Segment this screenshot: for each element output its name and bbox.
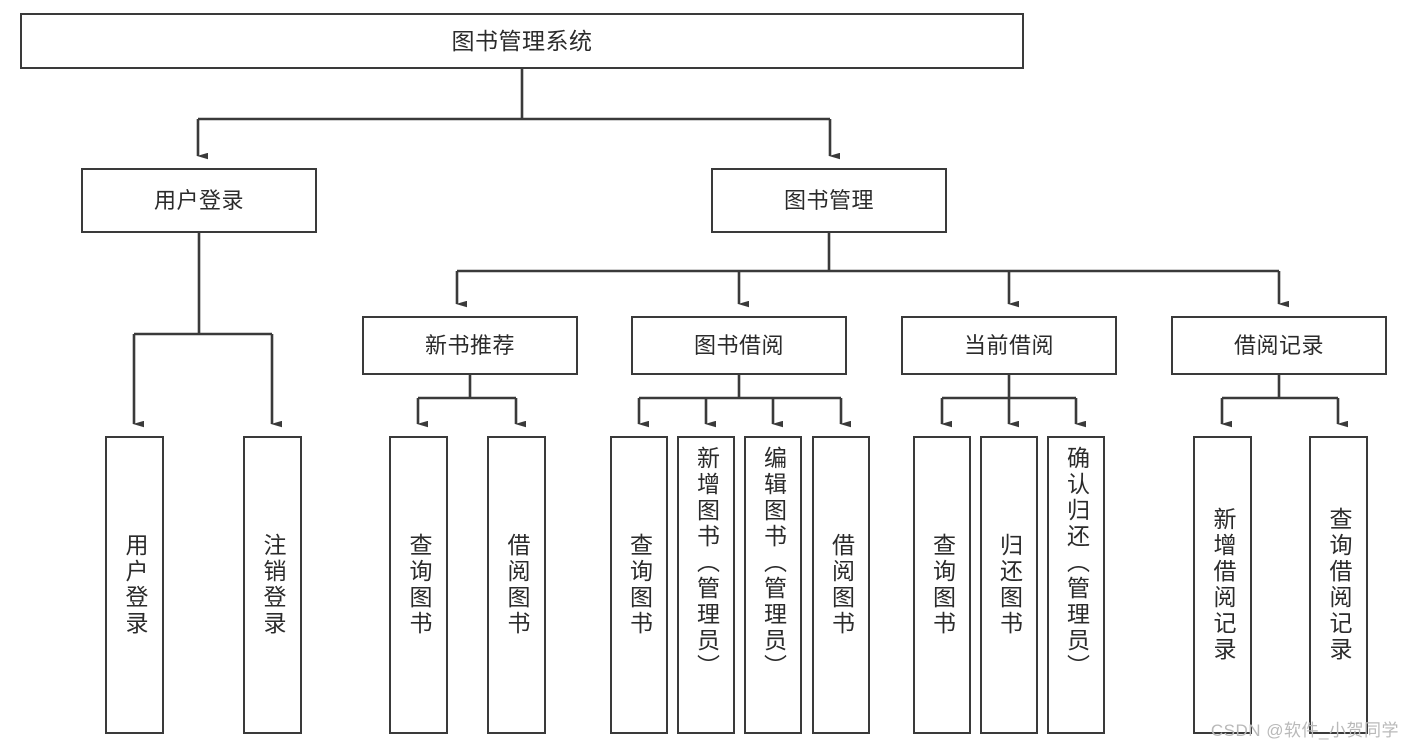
node-label: 归还图书 — [996, 533, 1023, 637]
node-new-book-recommend[interactable]: 新书推荐 — [362, 316, 578, 375]
node-label: 图书借阅 — [693, 332, 784, 358]
leaf-current-borrow-return-book[interactable]: 归还图书 — [980, 436, 1038, 734]
node-label: 图书管理系统 — [451, 27, 593, 54]
node-label: 编辑图书（管理员） — [760, 446, 787, 680]
node-label: 注销登录 — [260, 533, 286, 637]
node-borrow-record[interactable]: 借阅记录 — [1171, 316, 1387, 375]
leaf-new-book-borrow-book[interactable]: 借阅图书 — [487, 436, 546, 734]
leaf-book-borrow-query-book[interactable]: 查询图书 — [610, 436, 668, 734]
leaf-book-borrow-edit-book-admin[interactable]: 编辑图书（管理员） — [744, 436, 802, 734]
leaf-current-borrow-confirm-return-admin[interactable]: 确认归还（管理员） — [1047, 436, 1105, 734]
node-label: 查询图书 — [626, 533, 653, 637]
node-current-borrow[interactable]: 当前借阅 — [901, 316, 1117, 375]
node-book-borrow[interactable]: 图书借阅 — [631, 316, 847, 375]
leaf-new-book-query-book[interactable]: 查询图书 — [389, 436, 448, 734]
leaf-book-borrow-borrow-book[interactable]: 借阅图书 — [812, 436, 870, 734]
node-root-book-management-system[interactable]: 图书管理系统 — [20, 13, 1024, 69]
node-label: 用户登录 — [153, 187, 244, 213]
node-book-management[interactable]: 图书管理 — [711, 168, 947, 233]
node-label: 借阅记录 — [1233, 332, 1324, 358]
node-label: 查询图书 — [406, 533, 432, 637]
leaf-current-borrow-query-book[interactable]: 查询图书 — [913, 436, 971, 734]
node-label: 查询图书 — [929, 533, 956, 637]
node-label: 确认归还（管理员） — [1063, 446, 1090, 680]
node-label: 借阅图书 — [504, 533, 530, 637]
leaf-user-login-login[interactable]: 用户登录 — [105, 436, 164, 734]
node-label: 查询借阅记录 — [1326, 507, 1352, 663]
node-label: 用户登录 — [122, 533, 148, 637]
node-label: 新增图书（管理员） — [693, 446, 720, 680]
node-label: 借阅图书 — [828, 533, 855, 637]
node-label: 图书管理 — [783, 187, 874, 213]
leaf-user-login-logout[interactable]: 注销登录 — [243, 436, 302, 734]
leaf-borrow-record-query-record[interactable]: 查询借阅记录 — [1309, 436, 1368, 734]
node-label: 新书推荐 — [424, 332, 515, 358]
leaf-borrow-record-add-record[interactable]: 新增借阅记录 — [1193, 436, 1252, 734]
node-user-login[interactable]: 用户登录 — [81, 168, 317, 233]
leaf-book-borrow-add-book-admin[interactable]: 新增图书（管理员） — [677, 436, 735, 734]
node-label: 当前借阅 — [963, 332, 1054, 358]
node-label: 新增借阅记录 — [1210, 507, 1236, 663]
